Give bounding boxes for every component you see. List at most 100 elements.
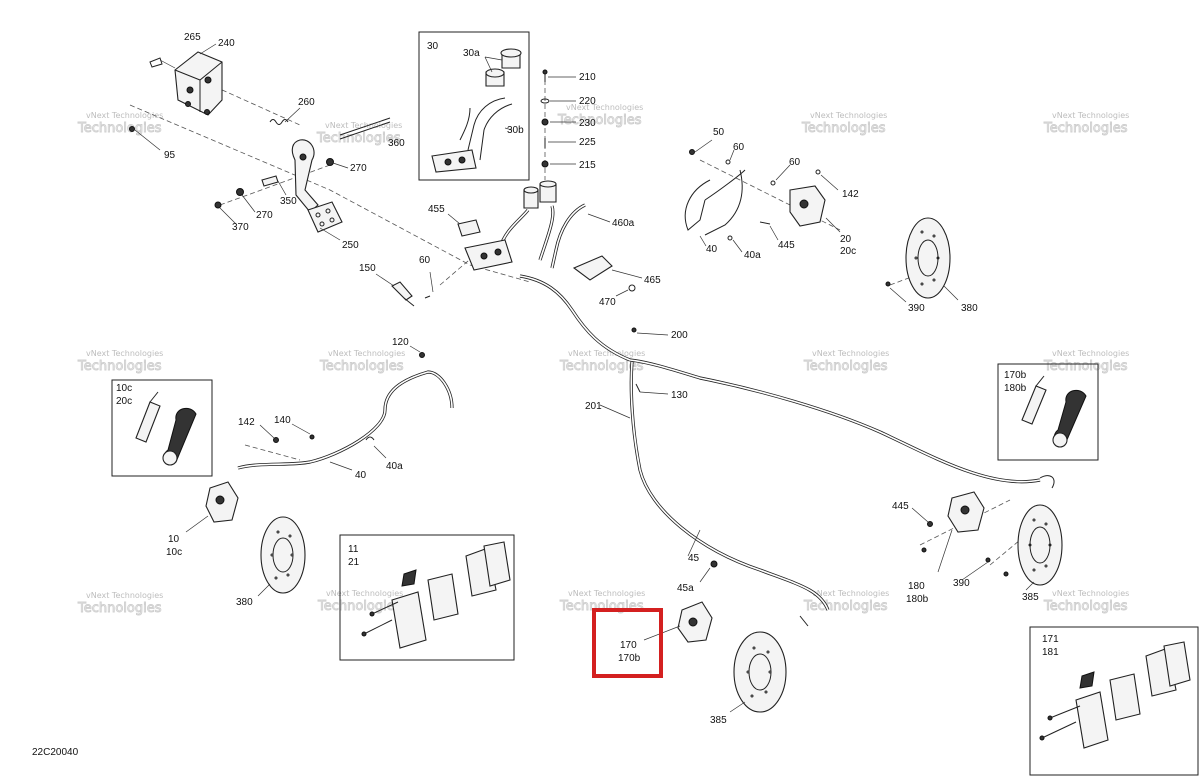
callout-20c: 20c (116, 396, 132, 407)
callout-380: 380 (961, 303, 978, 314)
callout-45: 45 (688, 553, 700, 564)
callout-10c: 10c (116, 383, 132, 394)
callout-370: 370 (232, 222, 249, 233)
front-left-caliper-group (185, 481, 306, 597)
callout-142: 142 (238, 417, 255, 428)
callout-240: 240 (218, 38, 235, 49)
callout-labels: 265 240 95 260 360 270 350 270 370 250 3… (32, 32, 1059, 758)
callout-201: 201 (585, 401, 602, 412)
watermark-text: Technologies (559, 359, 644, 374)
callout-385: 385 (710, 715, 727, 726)
brake-pedal-assembly (129, 43, 391, 241)
callout-21: 21 (348, 557, 360, 568)
watermarks: vNext Technologies Technologies vNext Te… (77, 103, 1130, 616)
rear-right-caliper-group (911, 491, 1063, 591)
watermark-text: Technologies (1043, 121, 1128, 136)
callout-142: 142 (842, 189, 859, 200)
watermark-text: vNext Technologies (568, 349, 645, 358)
callout-60: 60 (789, 157, 801, 168)
watermark-text: vNext Technologies (326, 589, 403, 598)
watermark-text: Technologies (557, 113, 642, 128)
callout-40a: 40a (744, 250, 761, 261)
callout-470: 470 (599, 297, 616, 308)
inset-bleeder-right (997, 363, 1099, 461)
callout-60: 60 (419, 255, 431, 266)
callout-460a: 460a (612, 218, 635, 229)
watermark-text: vNext Technologies (86, 111, 163, 120)
watermark-text: Technologies (803, 599, 888, 614)
callout-250: 250 (342, 240, 359, 251)
callout-45a: 45a (677, 583, 694, 594)
callout-140: 140 (274, 415, 291, 426)
callout-385: 385 (1022, 592, 1039, 603)
inset-pads-front (339, 534, 515, 661)
callout-270: 270 (350, 163, 367, 174)
watermark-text: Technologies (803, 359, 888, 374)
hardware-column (540, 69, 576, 168)
callout-20c: 20c (840, 246, 856, 257)
watermark-text: vNext Technologies (1052, 349, 1129, 358)
callout-130: 130 (671, 390, 688, 401)
inset-master-cylinder (418, 31, 530, 181)
callout-380: 380 (236, 597, 253, 608)
watermark-text: Technologies (77, 359, 162, 374)
callout-60: 60 (733, 142, 745, 153)
pedal-bracket (174, 51, 223, 116)
brake-pedal-pad (307, 201, 343, 233)
callout-95: 95 (164, 150, 176, 161)
callout-390: 390 (953, 578, 970, 589)
watermark-text: Technologies (319, 359, 404, 374)
callout-170: 170 (620, 640, 637, 651)
inset-bleeder-left (111, 379, 213, 477)
watermark-text: vNext Technologies (568, 589, 645, 598)
callout-260: 260 (298, 97, 315, 108)
callout-215: 215 (579, 160, 596, 171)
callout-360: 360 (388, 138, 405, 149)
watermark-text: vNext Technologies (566, 103, 643, 112)
watermark-text: Technologies (1043, 359, 1128, 374)
callout-270: 270 (256, 210, 273, 221)
brake-lines (519, 274, 1055, 627)
watermark-text: Technologies (77, 121, 162, 136)
brake-rotor-380 (905, 217, 951, 299)
callout-210: 210 (579, 72, 596, 83)
callout-40: 40 (706, 244, 718, 255)
callout-11: 11 (348, 544, 359, 555)
master-cylinder-body (464, 239, 513, 271)
callout-181: 181 (1042, 647, 1059, 658)
watermark-text: Technologies (316, 131, 401, 146)
callout-350: 350 (280, 196, 297, 207)
watermark-text: vNext Technologies (328, 349, 405, 358)
watermark-text: Technologies (77, 601, 162, 616)
watermark-text: vNext Technologies (810, 111, 887, 120)
watermark-text: vNext Technologies (812, 349, 889, 358)
diagram-code: 22C20040 (32, 747, 79, 758)
inset-pads-rear (1029, 626, 1199, 776)
callout-220: 220 (579, 96, 596, 107)
front-right-caliper-group (684, 139, 959, 303)
rear-center-caliper-group (643, 601, 787, 713)
callout-455: 455 (428, 204, 445, 215)
callout-180b: 180b (906, 594, 929, 605)
watermark-text: vNext Technologies (1052, 111, 1129, 120)
highlight-box (592, 608, 663, 678)
callout-30: 30 (427, 41, 439, 52)
brake-rotor-385b (1017, 504, 1063, 586)
watermark-text: vNext Technologies (86, 349, 163, 358)
callout-200: 200 (671, 330, 688, 341)
callout-20: 20 (840, 234, 852, 245)
watermark-text: Technologies (1043, 599, 1128, 614)
watermark-text: vNext Technologies (1052, 589, 1129, 598)
callout-445: 445 (892, 501, 909, 512)
callout-180b: 180b (1004, 383, 1027, 394)
master-cylinder-assembly (375, 180, 643, 307)
callout-170b: 170b (618, 653, 641, 664)
brake-rotor-385 (733, 631, 787, 713)
callout-120: 120 (392, 337, 409, 348)
watermark-text: Technologies (801, 121, 886, 136)
callout-390: 390 (908, 303, 925, 314)
callout-230: 230 (579, 118, 596, 129)
front-left-line-group (237, 345, 454, 471)
